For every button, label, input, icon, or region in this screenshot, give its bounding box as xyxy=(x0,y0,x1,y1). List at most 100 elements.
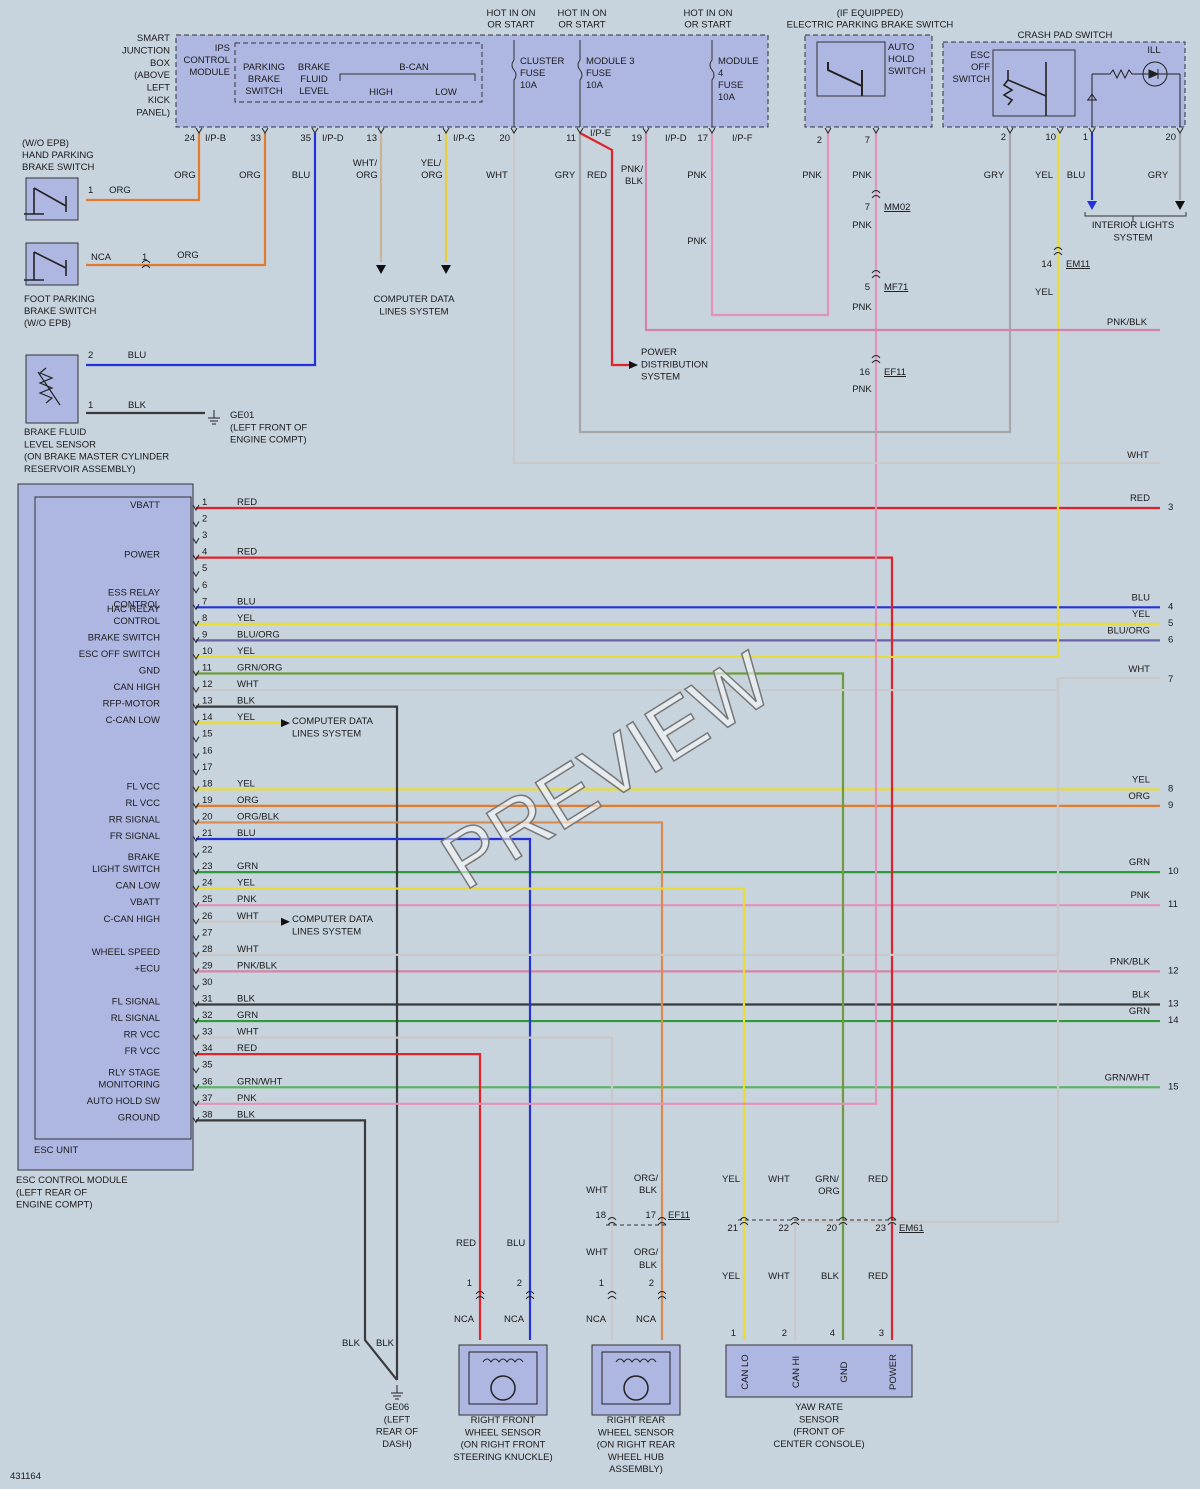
ips-control-module-box xyxy=(234,42,483,103)
pin-number: 18 xyxy=(595,1210,606,1221)
foot-parking-brake-switch-label: (W/O EPB) xyxy=(24,318,71,329)
connector-icon xyxy=(657,1217,667,1226)
cluster-fuse-label: CLUSTER xyxy=(520,56,564,67)
crash-pad-switch-box xyxy=(942,41,1186,128)
esc-control-module-label: ESC CONTROL MODULE xyxy=(16,1175,128,1186)
esc-rr-vcc-wire xyxy=(196,1036,614,1340)
pin-number: 2 xyxy=(88,350,93,361)
wire-color-label: YEL xyxy=(237,712,255,723)
yaw-pin-label: GND xyxy=(839,1361,850,1382)
wire-color-label: GRN xyxy=(1129,1006,1150,1017)
nca-label: NCA xyxy=(586,1314,607,1325)
pin-terminal-icon xyxy=(192,819,200,826)
wire-color-label: GRN/ORG xyxy=(237,663,282,674)
auto-hold-switch-label: AUTO xyxy=(888,42,914,53)
hand-parking-brake-switch-label: BRAKE SWITCH xyxy=(22,162,94,173)
esc-pin-number: 31 xyxy=(202,994,213,1005)
ill-circuit-icon xyxy=(1087,68,1181,127)
esc-pin-label: VBATT xyxy=(130,897,160,908)
interior-lights-label: INTERIOR LIGHTS xyxy=(1092,220,1174,231)
ips-control-module-label: IPS xyxy=(215,43,230,54)
wire-color-label: ORG/BLK xyxy=(237,811,280,822)
wire-color-label: YEL xyxy=(237,778,255,789)
esc-pin-number: 8 xyxy=(202,613,207,624)
wire-color-label: WHT xyxy=(586,1185,608,1196)
esc-pin-number: 10 xyxy=(202,646,213,657)
wire-color-label: WHT xyxy=(237,1027,259,1038)
esc-pin-label: RL SIGNAL xyxy=(111,1013,160,1024)
pin-terminal-icon xyxy=(192,686,200,694)
wire-color-label: YEL xyxy=(1035,287,1053,298)
connector-icon xyxy=(871,190,881,199)
wire-color-label: RED xyxy=(456,1238,476,1249)
wire-color-label: ORG xyxy=(174,170,196,181)
pin-number: 14 xyxy=(1041,259,1052,270)
esc-pin-number: 37 xyxy=(202,1093,213,1104)
inline-connector-label: EM11 xyxy=(1066,259,1090,270)
wire-color-label: WHT xyxy=(237,911,259,922)
wire-color-label: PNK xyxy=(852,220,872,231)
junction-box-label: SMART xyxy=(137,33,170,44)
fluid-level-wire xyxy=(86,133,317,367)
pin-terminal-icon xyxy=(192,984,200,991)
connector-icon xyxy=(525,1291,535,1300)
wire-color-label: YEL xyxy=(237,646,255,657)
pin-number: 20 xyxy=(1165,132,1176,143)
pin-terminal-icon xyxy=(192,752,200,760)
wire-color-label: WHT xyxy=(237,679,259,690)
wire-color-label: YEL xyxy=(722,1174,740,1185)
connector-ipb-label: I/P-B xyxy=(205,133,226,144)
right-front-wheel-sensor-label: STEERING KNUCKLE) xyxy=(453,1452,552,1463)
inline-connector-label: EF11 xyxy=(884,367,906,378)
power-distribution-label: POWER xyxy=(641,347,677,358)
connector-ipg-label: I/P-G xyxy=(453,133,475,144)
esc-pin-label: +ECU xyxy=(134,963,160,974)
esc-ground-wire xyxy=(196,1119,398,1381)
destination-number: 7 xyxy=(1168,674,1173,685)
switch-icon xyxy=(24,187,67,215)
pin-terminal-icon xyxy=(192,852,200,859)
wire-color-label: YEL xyxy=(1132,609,1150,620)
auto-hold-switch-icon xyxy=(816,41,886,97)
interior-lights-label: SYSTEM xyxy=(1113,232,1152,243)
pin-terminal-icon xyxy=(377,127,385,134)
wheel-sensor-coil-icon xyxy=(468,1351,538,1405)
module3-fuse-icon xyxy=(577,40,583,127)
brake-fluid-level-sensor-label: RESERVOIR ASSEMBLY) xyxy=(24,464,136,475)
wire-color-label: GRN xyxy=(237,861,258,872)
inline-connector-label: EF11 xyxy=(668,1210,690,1221)
pin-terminal-icon xyxy=(192,637,200,644)
brake-fluid-level-sensor xyxy=(25,354,79,424)
pin-number: 1 xyxy=(88,185,93,196)
pin-number: 2 xyxy=(782,1328,787,1339)
wire-color-label: BLK xyxy=(639,1260,658,1271)
destination-number: 8 xyxy=(1168,783,1173,794)
connector-icon xyxy=(790,1217,800,1226)
pin-terminal-icon xyxy=(192,703,200,710)
esc-pin-number: 38 xyxy=(202,1109,213,1120)
esc-unit-box xyxy=(34,496,192,1140)
wire-color-label: PNK xyxy=(237,1093,257,1104)
pin-terminal-icon xyxy=(192,1117,200,1124)
wire-color-label: BLK xyxy=(625,176,644,187)
inline-connector-label: MM02 xyxy=(884,202,910,213)
wire-color-label: PNK xyxy=(852,384,872,395)
esc-pin-number: 32 xyxy=(202,1010,213,1021)
wire-color-label: RED xyxy=(237,497,257,508)
computer-data-lines-label: LINES SYSTEM xyxy=(292,926,361,937)
esc-pin-label: GND xyxy=(139,666,160,677)
esc-pin-label: LIGHT SWITCH xyxy=(92,864,160,875)
hot-in-on-label: OR START xyxy=(487,20,534,31)
wire-color-label: YEL xyxy=(1035,170,1053,181)
pin-number: 23 xyxy=(875,1223,886,1234)
esc-pin-number: 14 xyxy=(202,712,213,723)
esc-control-module-label: ENGINE COMPT) xyxy=(16,1200,93,1211)
esc-pin-label: CONTROL xyxy=(114,599,160,610)
right-rear-wheel-sensor-label: RIGHT REAR xyxy=(607,1415,666,1426)
bcan-high-label: HIGH xyxy=(369,87,393,98)
pin-terminal-icon xyxy=(192,570,200,578)
destination-number: 6 xyxy=(1168,634,1173,645)
yaw-rate-sensor xyxy=(725,1344,913,1398)
wire-color-label: WHT xyxy=(1128,664,1150,675)
esc-pin-number: 28 xyxy=(202,944,213,955)
